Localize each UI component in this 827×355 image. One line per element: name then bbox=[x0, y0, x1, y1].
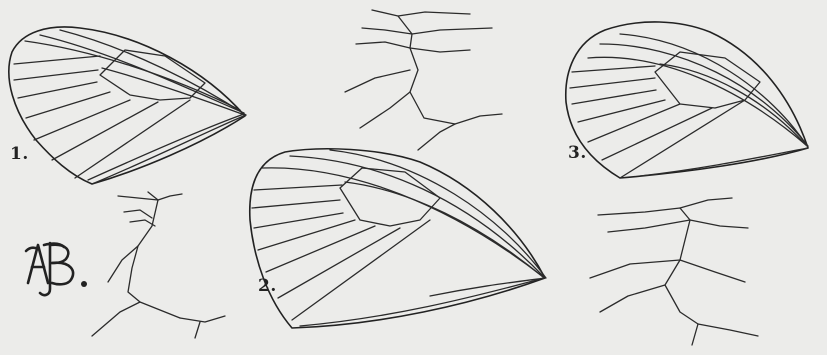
figure-label-2: 2. bbox=[258, 276, 277, 296]
wing-figure-1 bbox=[9, 27, 246, 184]
wing-figure-2 bbox=[250, 149, 546, 328]
wing-figure-3 bbox=[566, 22, 808, 178]
figure-label-3: 3. bbox=[568, 143, 587, 163]
engraver-monogram bbox=[22, 237, 114, 301]
figure-label-1: 1. bbox=[10, 144, 29, 164]
venation-detail-1 bbox=[345, 10, 502, 150]
venation-detail-3 bbox=[590, 198, 758, 345]
